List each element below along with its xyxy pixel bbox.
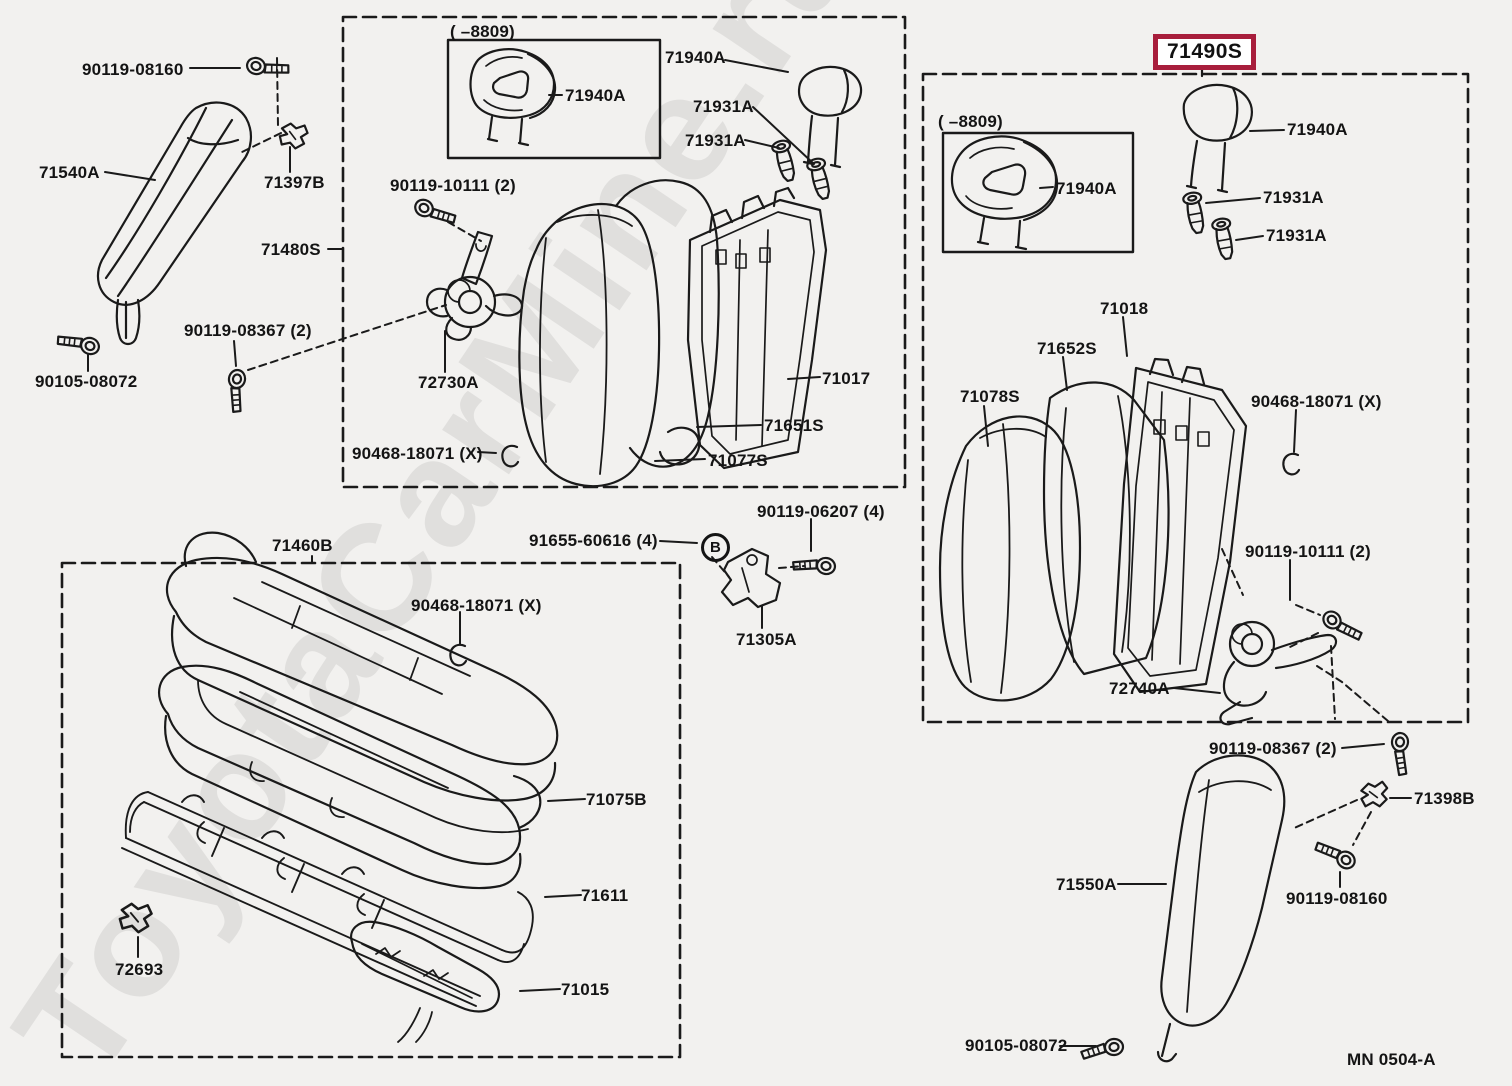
headrest-support-71931A-right-2: [1210, 216, 1238, 262]
bolt-90119-08367-right: [1388, 731, 1411, 777]
part-label-90119-08367-left: 90119-08367 (2): [184, 321, 312, 340]
part-label-71931A-left-2: 71931A: [685, 131, 746, 150]
bracket-71305A-sketch: [720, 547, 782, 609]
part-label-71940A-right-box: 71940A: [1056, 179, 1117, 198]
part-label-71017: 71017: [822, 369, 871, 388]
bolt-90119-06207: [790, 551, 838, 578]
part-label-71398B: 71398B: [1414, 789, 1475, 808]
part-label-71460B: 71460B: [272, 536, 333, 555]
note-box-left: [446, 38, 662, 160]
highlighted-assembly-number: 71490S: [1167, 40, 1243, 63]
part-label-72693: 72693: [115, 960, 164, 979]
part-label-71075B: 71075B: [586, 790, 647, 809]
part-label-71550A: 71550A: [1056, 875, 1117, 894]
seat-cushion-71460B-sketch: [165, 531, 559, 834]
part-label-91655-60616: 91655-60616 (4): [529, 531, 658, 550]
part-label-71480S: 71480S: [261, 240, 321, 259]
bolt-90119-08160-right: [1312, 833, 1360, 874]
part-label-note-8809-left: ( –8809): [450, 22, 515, 41]
clip-72693: [117, 901, 154, 935]
part-label-90468-18071-bottom: 90468-18071 (X): [411, 596, 542, 615]
part-label-sheet-code: MN 0504-A: [1347, 1050, 1436, 1069]
armrest-71550A-sketch: [1156, 754, 1286, 1063]
assembly-box-71480S: [341, 15, 907, 489]
part-label-90105-08072-left: 90105-08072: [35, 372, 138, 391]
screw-90119-10111-left: [411, 194, 459, 233]
headrest-support-71931A-right-1: [1181, 190, 1209, 236]
hinge-72740A-sketch: [1219, 620, 1338, 726]
screw-90105-08072-left: [54, 326, 103, 359]
part-label-90468-18071-right: 90468-18071 (X): [1251, 392, 1382, 411]
part-label-90119-08367-right: 90119-08367 (2): [1209, 739, 1337, 758]
part-label-71940A-right: 71940A: [1287, 120, 1348, 139]
cushion-frame-71611-sketch: [121, 791, 534, 1007]
part-label-note-8809-right: ( –8809): [938, 112, 1003, 131]
part-label-90468-18071-left: 90468-18071 (X): [352, 444, 483, 463]
production-note-boxes: [446, 38, 1135, 254]
part-label-72730A: 72730A: [418, 373, 479, 392]
part-label-71931A-right-1: 71931A: [1263, 188, 1324, 207]
part-label-fastener-key-B: B: [701, 533, 730, 562]
note-box-right: [941, 131, 1135, 254]
part-label-90119-06207: 90119-06207 (4): [757, 502, 885, 521]
seatback-pad-71651S-sketch: [614, 179, 720, 468]
part-label-71078S: 71078S: [960, 387, 1020, 406]
screw-90105-08072-right: [1079, 1037, 1125, 1060]
part-label-71931A-right-2: 71931A: [1266, 226, 1327, 245]
seatback-frame-71018-sketch: [1112, 357, 1248, 694]
ring-90468-18071-bottom: [449, 643, 468, 667]
seat-cushion-pad-71075B-sketch: [158, 664, 542, 890]
headrest-71940A-right-sketch: [1182, 83, 1253, 194]
ring-90468-18071-right: [1282, 452, 1301, 476]
part-label-71651S: 71651S: [764, 416, 824, 435]
part-label-71931A-left-1: 71931A: [693, 97, 754, 116]
part-label-90105-08072-right: 90105-08072: [965, 1036, 1068, 1055]
armrest-71540A-sketch: [96, 101, 252, 346]
part-label-90119-08160-right: 90119-08160: [1286, 889, 1388, 908]
part-label-71611: 71611: [581, 886, 629, 905]
assembly-boxes: [60, 15, 1470, 1059]
leader-lines: [87, 59, 1412, 1047]
part-label-71015: 71015: [561, 980, 610, 999]
ring-90468-18071-left: [501, 444, 520, 468]
seatback-pad-71077S-sketch: [518, 202, 661, 488]
clip-71397B: [277, 121, 310, 151]
headrest-71940A-right-box-sketch: [950, 135, 1059, 251]
part-label-71940A-left: 71940A: [665, 48, 726, 67]
part-label-71397B: 71397B: [264, 173, 325, 192]
part-label-71077S: 71077S: [708, 451, 768, 470]
cushion-pad-71015-sketch: [350, 920, 501, 1043]
screw-90119-08160-left: [244, 53, 292, 84]
part-label-90119-10111-left: 90119-10111 (2): [390, 176, 516, 195]
part-label-71305A: 71305A: [736, 630, 797, 649]
assembly-box-71490S: [921, 72, 1470, 724]
part-label-71940A-left-box: 71940A: [565, 86, 626, 105]
part-label-71652S: 71652S: [1037, 339, 1097, 358]
dashed-relation-lines: [239, 57, 1389, 846]
screw-90119-10111-right: [1318, 606, 1365, 649]
headrest-71940A-left-box-sketch: [469, 48, 557, 147]
part-label-72740A: 72740A: [1109, 679, 1170, 698]
seatback-frame-71017-sketch: [686, 186, 828, 470]
headrest-71940A-left-sketch: [797, 65, 863, 169]
part-label-71540A: 71540A: [39, 163, 100, 182]
part-label-71018: 71018: [1100, 299, 1149, 318]
bolt-90119-08367-left: [222, 367, 249, 415]
highlighted-assembly-71490S: 71490S: [1153, 34, 1257, 70]
part-label-90119-08160-left: 90119-08160: [82, 60, 184, 79]
seatback-pad-71078S-sketch: [938, 415, 1082, 702]
seatback-cover-71652S-sketch: [1042, 381, 1170, 676]
hinge-72730A-sketch: [425, 230, 524, 341]
assembly-box-71460B: [60, 561, 682, 1059]
clip-71398B: [1358, 780, 1391, 810]
part-label-90119-10111-right: 90119-10111 (2): [1245, 542, 1371, 561]
